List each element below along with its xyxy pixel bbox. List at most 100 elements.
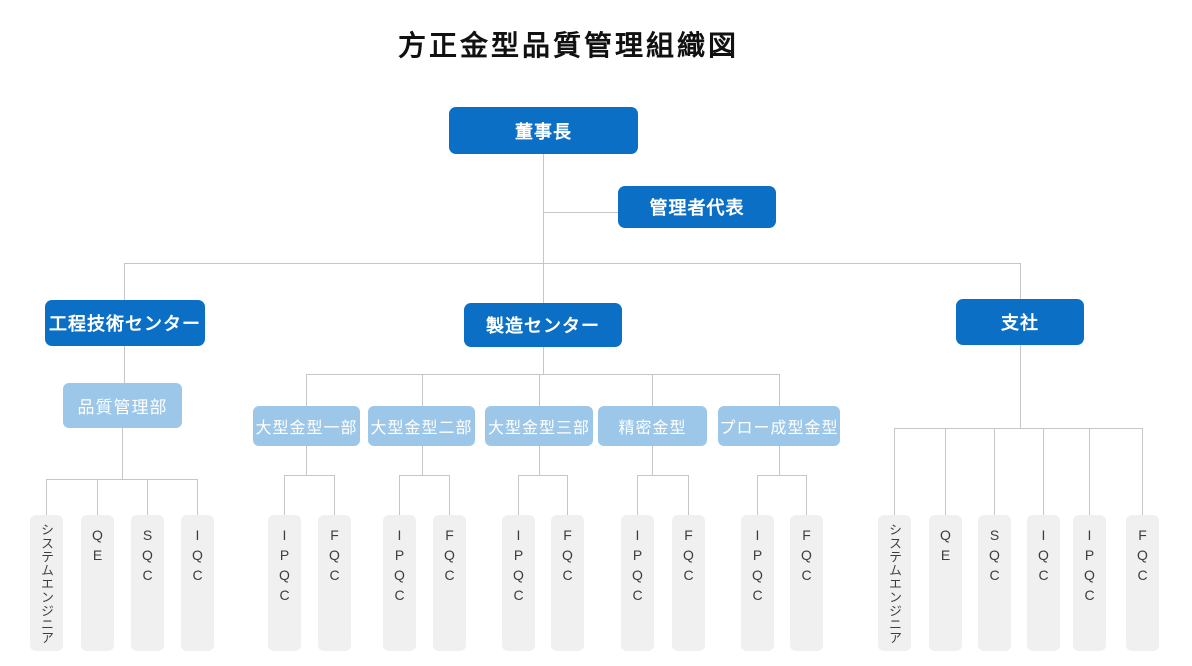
connector-line: [543, 212, 618, 213]
node-manufacturing-center: 製造センター: [464, 303, 622, 347]
connector-line: [124, 346, 125, 383]
connector-line: [779, 374, 780, 406]
leaf-qe-branch: QE: [929, 515, 962, 651]
leaf-fqc-dept5-label: FQC: [798, 527, 815, 587]
leaf-fqc-dept4-label: FQC: [680, 527, 697, 587]
connector-line: [197, 479, 198, 515]
leaf-ipqc-dept5: IPQC: [741, 515, 774, 651]
connector-line: [1020, 345, 1021, 428]
connector-line: [945, 428, 946, 515]
leaf-ipqc-dept2: IPQC: [383, 515, 416, 651]
connector-line: [894, 428, 1142, 429]
leaf-qe-branch-label: QE: [937, 527, 954, 567]
node-precision-mold-dept: 精密金型: [598, 406, 707, 446]
connector-line: [1089, 428, 1090, 515]
leaf-sqc-branch: SQC: [978, 515, 1011, 651]
node-branch-office: 支社: [956, 299, 1084, 345]
leaf-ipqc-dept4-label: IPQC: [629, 527, 646, 607]
page-title: 方正金型品質管理組織図: [398, 30, 740, 61]
leaf-fqc-dept4: FQC: [672, 515, 705, 651]
leaf-iqc-branch-label: IQC: [1035, 527, 1052, 587]
connector-line: [518, 475, 519, 515]
connector-line: [806, 475, 807, 515]
leaf-sqc-qm-label: SQC: [139, 527, 156, 587]
leaf-system-engineer-qm-label: システムエンジニア: [39, 523, 54, 645]
leaf-fqc-dept3-label: FQC: [559, 527, 576, 587]
leaf-system-engineer-branch: システムエンジニア: [878, 515, 911, 651]
leaf-fqc-dept1-label: FQC: [326, 527, 343, 587]
connector-line: [284, 475, 285, 515]
node-blow-mold-dept-label: プロー成型金型: [719, 420, 839, 437]
node-quality-management-dept-label: 品質管理部: [77, 398, 168, 417]
leaf-ipqc-dept3: IPQC: [502, 515, 535, 651]
node-blow-mold-dept: プロー成型金型: [718, 406, 840, 446]
leaf-ipqc-dept2-label: IPQC: [391, 527, 408, 607]
connector-line: [122, 428, 123, 479]
connector-line: [652, 374, 653, 406]
connector-line: [543, 154, 544, 264]
connector-line: [399, 475, 449, 476]
connector-line: [539, 446, 540, 475]
leaf-fqc-branch: FQC: [1126, 515, 1159, 651]
leaf-fqc-dept5: FQC: [790, 515, 823, 651]
connector-line: [147, 479, 148, 515]
leaf-ipqc-dept1: IPQC: [268, 515, 301, 651]
leaf-qe-qm-label: QE: [89, 527, 106, 567]
connector-line: [306, 446, 307, 475]
leaf-system-engineer-branch-label: システムエンジニア: [887, 523, 902, 645]
connector-line: [688, 475, 689, 515]
leaf-system-engineer-qm: システムエンジニア: [30, 515, 63, 651]
leaf-ipqc-branch: IPQC: [1073, 515, 1106, 651]
connector-line: [306, 374, 779, 375]
node-large-mold-dept-3-label: 大型金型三部: [487, 420, 590, 437]
connector-line: [543, 263, 544, 303]
connector-line: [894, 428, 895, 515]
leaf-sqc-qm: SQC: [131, 515, 164, 651]
leaf-fqc-dept3: FQC: [551, 515, 584, 651]
connector-line: [422, 374, 423, 406]
connector-line: [637, 475, 638, 515]
connector-line: [422, 446, 423, 475]
node-engineering-center: 工程技術センター: [45, 300, 205, 346]
node-chairman-label: 董事長: [515, 121, 572, 142]
connector-line: [539, 374, 540, 406]
connector-line: [334, 475, 335, 515]
connector-line: [637, 475, 688, 476]
connector-line: [124, 263, 125, 300]
connector-line: [1020, 263, 1021, 299]
leaf-ipqc-dept1-label: IPQC: [276, 527, 293, 607]
node-engineering-center-label: 工程技術センター: [49, 314, 201, 334]
leaf-ipqc-branch-label: IPQC: [1081, 527, 1098, 607]
leaf-fqc-branch-label: FQC: [1134, 527, 1151, 587]
leaf-iqc-branch: IQC: [1027, 515, 1060, 651]
leaf-ipqc-dept4: IPQC: [621, 515, 654, 651]
connector-line: [1142, 428, 1143, 515]
connector-line: [46, 479, 47, 515]
node-large-mold-dept-1-label: 大型金型一部: [255, 420, 358, 437]
connector-line: [757, 475, 758, 515]
node-manufacturing-center-label: 製造センター: [486, 316, 600, 336]
node-management-representative-label: 管理者代表: [649, 198, 745, 218]
connector-line: [543, 347, 544, 374]
leaf-fqc-dept1: FQC: [318, 515, 351, 651]
node-large-mold-dept-2-label: 大型金型二部: [370, 420, 473, 437]
node-chairman: 董事長: [449, 107, 638, 154]
leaf-iqc-qm-label: IQC: [189, 527, 206, 587]
connector-line: [449, 475, 450, 515]
node-large-mold-dept-2: 大型金型二部: [368, 406, 475, 446]
leaf-qe-qm: QE: [81, 515, 114, 651]
connector-line: [46, 479, 197, 480]
leaf-sqc-branch-label: SQC: [986, 527, 1003, 587]
connector-line: [757, 475, 806, 476]
connector-line: [1043, 428, 1044, 515]
leaf-iqc-qm: IQC: [181, 515, 214, 651]
connector-line: [306, 374, 307, 406]
connector-line: [284, 475, 334, 476]
leaf-fqc-dept2-label: FQC: [441, 527, 458, 587]
connector-line: [124, 263, 1021, 264]
leaf-ipqc-dept5-label: IPQC: [749, 527, 766, 607]
leaf-fqc-dept2: FQC: [433, 515, 466, 651]
connector-line: [567, 475, 568, 515]
connector-line: [652, 446, 653, 475]
